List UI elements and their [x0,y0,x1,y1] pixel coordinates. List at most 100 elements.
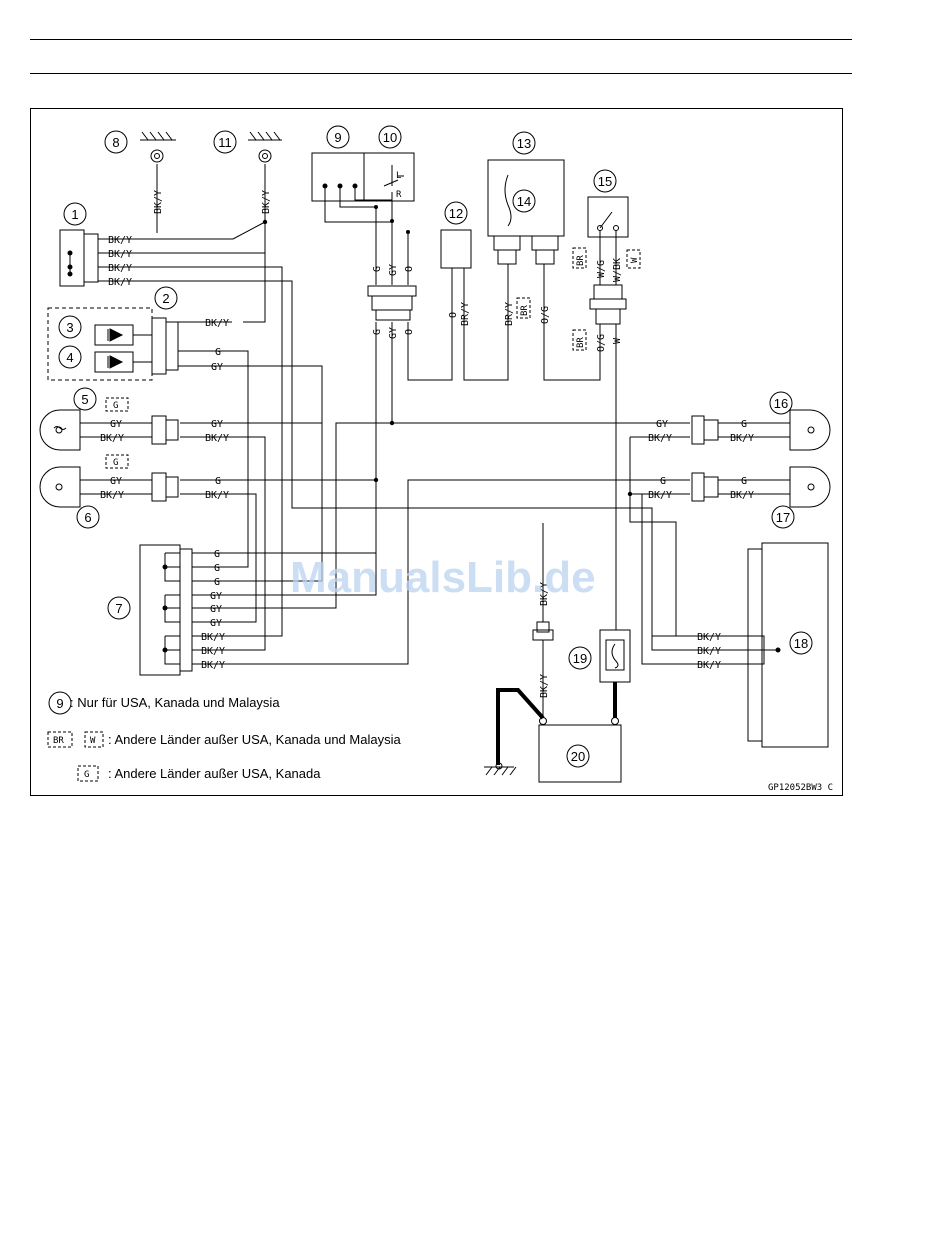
wire-label: BK/Y [205,490,229,501]
fuse-19 [599,629,631,718]
wire-label: BK/Y [697,660,721,671]
callout-12: 12 [449,206,463,221]
marker-g: G [113,401,118,411]
wire-label: BK/Y [205,318,229,329]
callout-10: 10 [383,130,397,145]
connector-7 [139,544,240,676]
header-rule-bottom [30,73,852,74]
wire-label: W/G [596,260,607,278]
callout-numbers: 8 11 9 10 13 14 12 15 1 2 3 4 5 6 7 16 1… [66,130,808,764]
wire-label: GY [210,618,222,629]
wire-label: GY [110,476,122,487]
callout-7: 7 [115,601,122,616]
wire-label: BK/Y [730,433,754,444]
callout-18: 18 [794,636,808,651]
lamp-connectors-right [691,415,719,502]
wire-label: G [214,549,220,560]
legend-marker-g: G [84,770,89,780]
junction-dots [262,205,633,497]
callout-2: 2 [162,291,169,306]
callout-4: 4 [66,350,73,365]
wire-label: G [660,476,666,487]
battery-20 [484,688,622,783]
callout-19: 19 [573,651,587,666]
wire-label: GY [211,419,223,430]
wire-label: GY [211,362,223,373]
wire-label: G [215,347,221,358]
wire-label: G [741,476,747,487]
callout-20: 20 [571,749,585,764]
wire-label: BK/Y [539,582,550,606]
wire-label: GY [110,419,122,430]
callout-1: 1 [71,207,78,222]
wire-label: GY [388,327,399,339]
wire-label: GY [656,419,668,430]
header-rule-top [30,39,852,40]
wire-label: BK/Y [730,490,754,501]
wire-label: O [404,329,415,335]
wire-label: GY [210,591,222,602]
wire-paths [80,164,790,718]
wire-label: GY [210,604,222,615]
wire-label: BK/Y [205,433,229,444]
wire-label: BR/Y [460,302,471,326]
wire-labels: BK/Y BK/Y BK/Y BK/Y BK/Y G GY GY BK/Y GY… [100,235,754,671]
wire-label: BK/Y [648,433,672,444]
wire-label: O [404,266,415,272]
wire-label: BK/Y [108,249,132,260]
legend-callout-9: 9 [56,696,63,711]
legend-line-2: : Andere Länder außer USA, Kanada und Ma… [108,732,401,747]
turn-signal-lamp-16 [789,409,831,451]
wire-label: BK/Y [108,263,132,274]
callout-3: 3 [66,320,73,335]
wire-label: BK/Y [108,277,132,288]
legend-line-3: : Andere Länder außer USA, Kanada [108,766,321,781]
connector-1 [59,229,145,287]
callout-6: 6 [84,510,91,525]
callout-11: 11 [218,135,232,150]
wire-label: BK/Y [261,190,272,214]
wire-label: BK/Y [201,646,225,657]
callout-14: 14 [517,194,531,209]
wire-label: O/G [596,334,607,352]
callout-8: 8 [112,135,119,150]
callout-17: 17 [776,510,790,525]
callout-15: 15 [598,174,612,189]
region-markers: G G BR BR W BR L R [105,171,641,469]
wire-label: G [741,419,747,430]
wire-label: BK/Y [539,674,550,698]
turn-signal-lamp-17 [789,466,831,508]
watermark: ManualsLib.de [290,553,596,602]
wire-label: G [372,266,383,272]
wire-label: G [215,476,221,487]
indicator-lamps [94,317,232,375]
wire-label: G [214,577,220,588]
callout-9: 9 [334,130,341,145]
callout-5: 5 [81,392,88,407]
marker-w: W [630,257,640,263]
turn-signal-lamp-5 [39,409,81,451]
ground-8 [140,131,176,163]
marker-br: BR [576,255,586,266]
component-13-14 [487,159,565,270]
battery-connector [532,621,554,641]
legend-marker-br: BR [53,736,64,746]
wire-label: BK/Y [100,433,124,444]
wire-label: G [214,563,220,574]
turn-signal-lamp-6 [39,466,81,508]
lamp-connectors-left [151,415,179,502]
marker-br: BR [576,337,586,348]
figure-code: GP12052BW3 C [768,783,833,793]
ground-11 [248,131,282,163]
wire-label: BK/Y [697,632,721,643]
legend-marker-w: W [90,736,96,746]
wire-label: BR/Y [504,302,515,326]
switch-l-label: L [396,171,401,181]
wire-label: BK/Y [201,660,225,671]
unit-18 [720,542,829,748]
callouts [58,125,813,768]
callout-16: 16 [774,396,788,411]
component-12 [440,229,472,380]
indicator-group-box [47,307,153,381]
relay-9-10 [311,152,417,321]
